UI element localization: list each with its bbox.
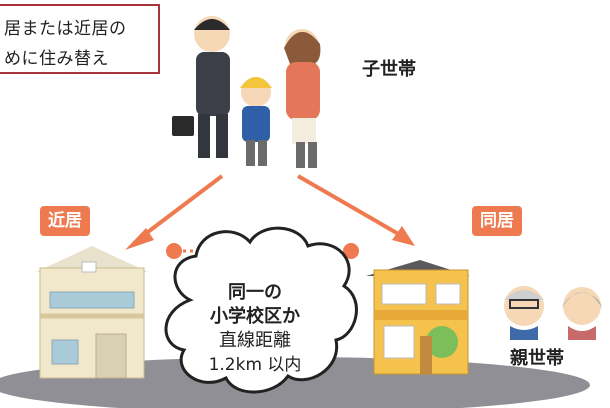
cloud-bubble (164, 226, 358, 394)
arrow-to-same-house (297, 174, 415, 246)
near-house (36, 246, 148, 379)
cloud-text-line-3: 直線距離 (219, 330, 291, 351)
callout-line-2: めに住み替え (4, 49, 109, 69)
child-household-family (172, 16, 321, 168)
arrow-to-near-house (125, 174, 224, 250)
same-house (366, 260, 470, 375)
child-household-label: 子世帯 (362, 59, 416, 80)
move-reason-callout: 居または近居の めに住み替え (0, 4, 160, 74)
same-badge: 同居 (472, 206, 522, 236)
cloud-text-line-1: 同一の (228, 282, 282, 303)
parent-household-label: 親世帯 (510, 348, 564, 369)
cloud-text-line-2: 小学校区か (210, 306, 300, 327)
parent-household-grandparents (504, 286, 602, 340)
cloud-text-line-4: 1.2km 以内 (208, 355, 302, 375)
callout-line-1: 居または近居の (4, 19, 127, 39)
near-badge: 近居 (40, 206, 90, 236)
